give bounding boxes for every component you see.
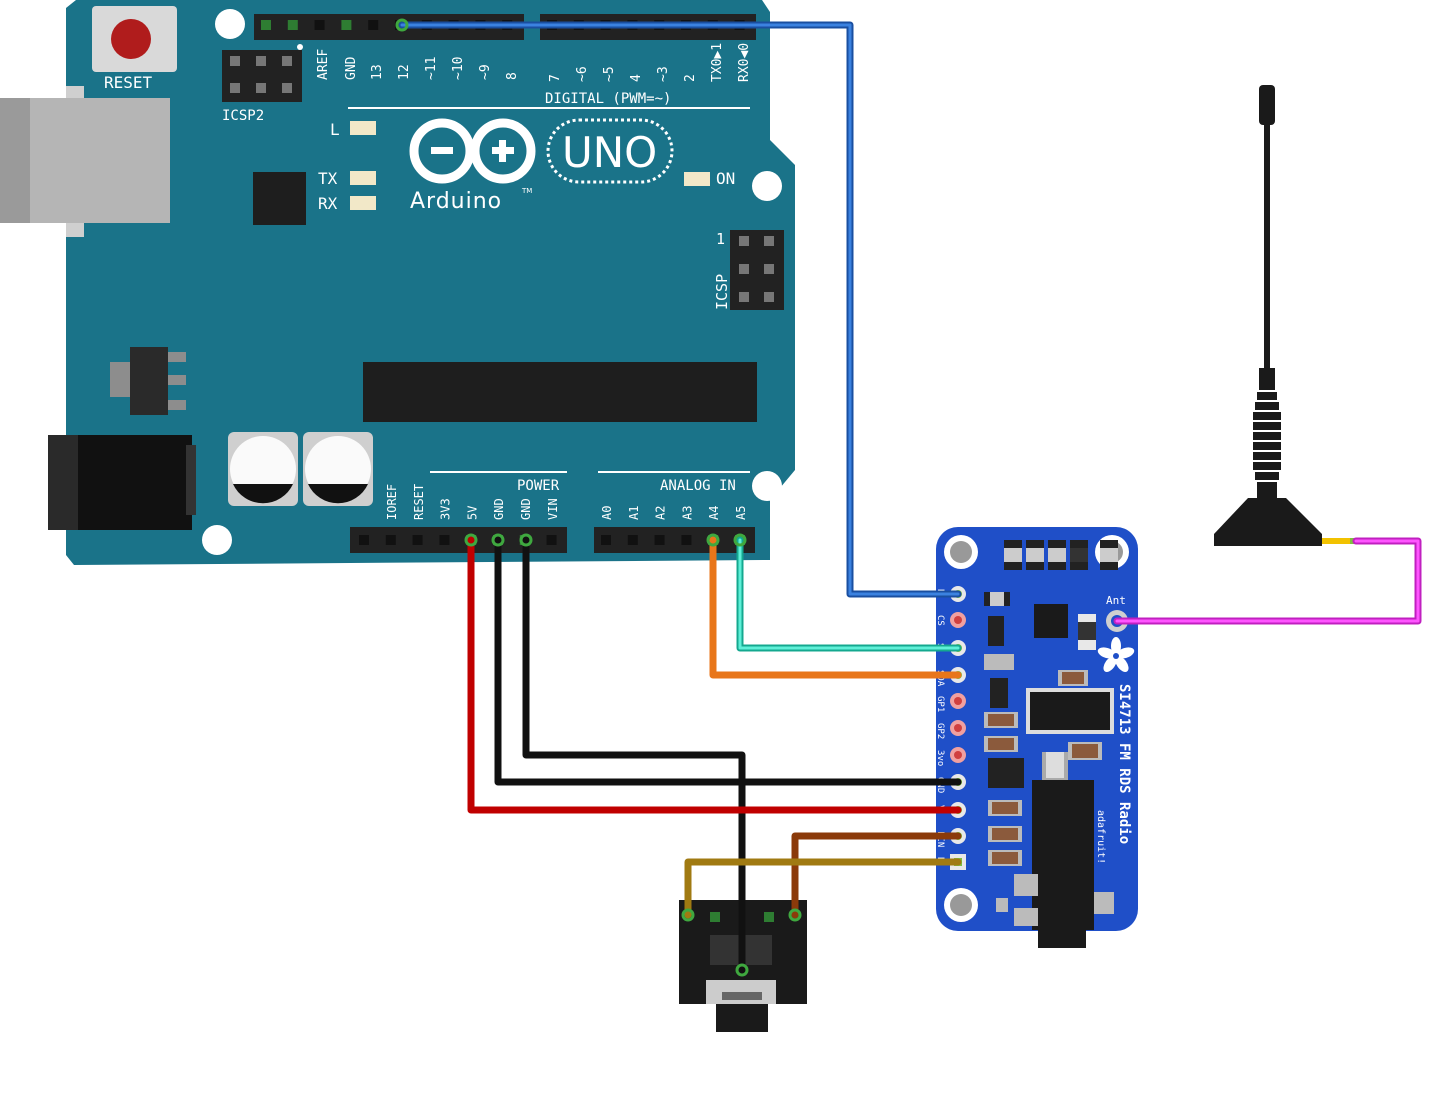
digital-pin-label: 7	[548, 74, 563, 82]
analog-pin-label: A0	[600, 506, 614, 520]
digital-pin-label: RX0◀0	[737, 43, 752, 82]
power-pin-label: 3V3	[439, 498, 453, 520]
breakout-pin-label: GP1	[935, 696, 945, 712]
led-tx-label: TX	[318, 169, 338, 188]
analog-pin-label: A2	[654, 506, 668, 520]
led-tx	[350, 171, 376, 185]
icsp2-header	[222, 44, 303, 102]
power-pin-label: 5V	[465, 506, 479, 520]
adafruit-logo-icon	[1097, 637, 1135, 672]
digital-pin-label: 13	[370, 64, 385, 80]
breakout-brand: adafruit!	[1095, 810, 1106, 864]
si4713-breakout: Ant SI4713 FM RDS Radio adafruit! RCSSSD…	[935, 527, 1138, 948]
si4713-chip	[1034, 604, 1068, 638]
digital-pin-label: GND	[344, 56, 359, 80]
usb-chip	[253, 172, 306, 225]
digital-label: DIGITAL (PWM=~)	[545, 91, 671, 107]
analog-pin-label: A1	[627, 506, 641, 520]
power-label: POWER	[517, 478, 560, 494]
digital-pin-label: ~11	[424, 57, 439, 80]
digital-pin-label: 8	[505, 72, 520, 80]
capacitor-2	[303, 432, 373, 506]
breakout-pin-label: 3vo	[935, 750, 945, 766]
analog-label: ANALOG IN	[660, 478, 736, 494]
led-on	[684, 172, 710, 186]
digital-pin-label: ~5	[602, 66, 617, 82]
logo-tm: TM	[521, 187, 532, 195]
digital-pin-label: AREF	[316, 49, 331, 80]
antenna	[1214, 85, 1360, 546]
voltage-regulator	[110, 347, 186, 415]
led-rx-label: RX	[318, 194, 338, 213]
arduino-uno-board: RESET ICSP2 L TX RX ON UNO Ardu	[0, 0, 795, 565]
digital-pin-label: ~10	[451, 57, 466, 80]
power-pin-label: VIN	[546, 498, 560, 520]
analog-pin-label: A5	[734, 506, 748, 520]
wire-endpoints	[395, 18, 802, 977]
power-pin-label: RESET	[412, 484, 426, 520]
led-l-label: L	[330, 120, 340, 139]
digital-pin-label: TX0▶1	[710, 43, 725, 82]
atmega-chip	[363, 362, 757, 422]
logo-uno: UNO	[562, 128, 657, 177]
logo-arduino: Arduino	[410, 189, 502, 214]
icsp-label: ICSP	[713, 274, 731, 310]
digital-pin-label: ~6	[575, 66, 590, 82]
reset-label: RESET	[104, 73, 153, 92]
ant-label: Ant	[1106, 594, 1126, 607]
wires	[398, 21, 1422, 974]
breakout-audio-jack	[1014, 752, 1114, 948]
power-pin-label: GND	[492, 498, 506, 520]
digital-pin-label: ~9	[478, 64, 493, 80]
analog-pin-label: A3	[680, 506, 694, 520]
wire-brown	[791, 832, 962, 919]
led-l	[350, 121, 376, 135]
icsp-header	[730, 230, 784, 310]
breakout-title: SI4713 FM RDS Radio	[1116, 684, 1132, 844]
digital-pin-label: ~3	[656, 66, 671, 82]
wire-orange	[709, 536, 962, 679]
digital-pin-label: 12	[397, 64, 412, 80]
wire-magenta	[1113, 537, 1422, 625]
arduino-logo: UNO Arduino TM	[409, 118, 674, 214]
breakout-pin-label: CS	[935, 615, 945, 626]
power-header	[350, 527, 567, 553]
capacitor-1	[228, 432, 298, 506]
led-rx	[350, 196, 376, 210]
smd-components-top	[984, 540, 1118, 912]
analog-header	[594, 527, 755, 553]
power-pin-label: GND	[519, 498, 533, 520]
led-on-label: ON	[716, 169, 735, 188]
wire-red	[467, 536, 962, 814]
icsp2-label: ICSP2	[222, 108, 264, 124]
digital-pin-label: 4	[629, 74, 644, 82]
wire-gold	[684, 858, 962, 919]
breakout-pin-label: GP2	[935, 723, 945, 739]
wire-black-gnd	[494, 536, 962, 786]
power-pin-label: IOREF	[385, 484, 399, 520]
icsp-pin1-label: 1	[716, 230, 725, 248]
digital-pin-label: 2	[683, 74, 698, 82]
analog-pin-label: A4	[707, 506, 721, 520]
